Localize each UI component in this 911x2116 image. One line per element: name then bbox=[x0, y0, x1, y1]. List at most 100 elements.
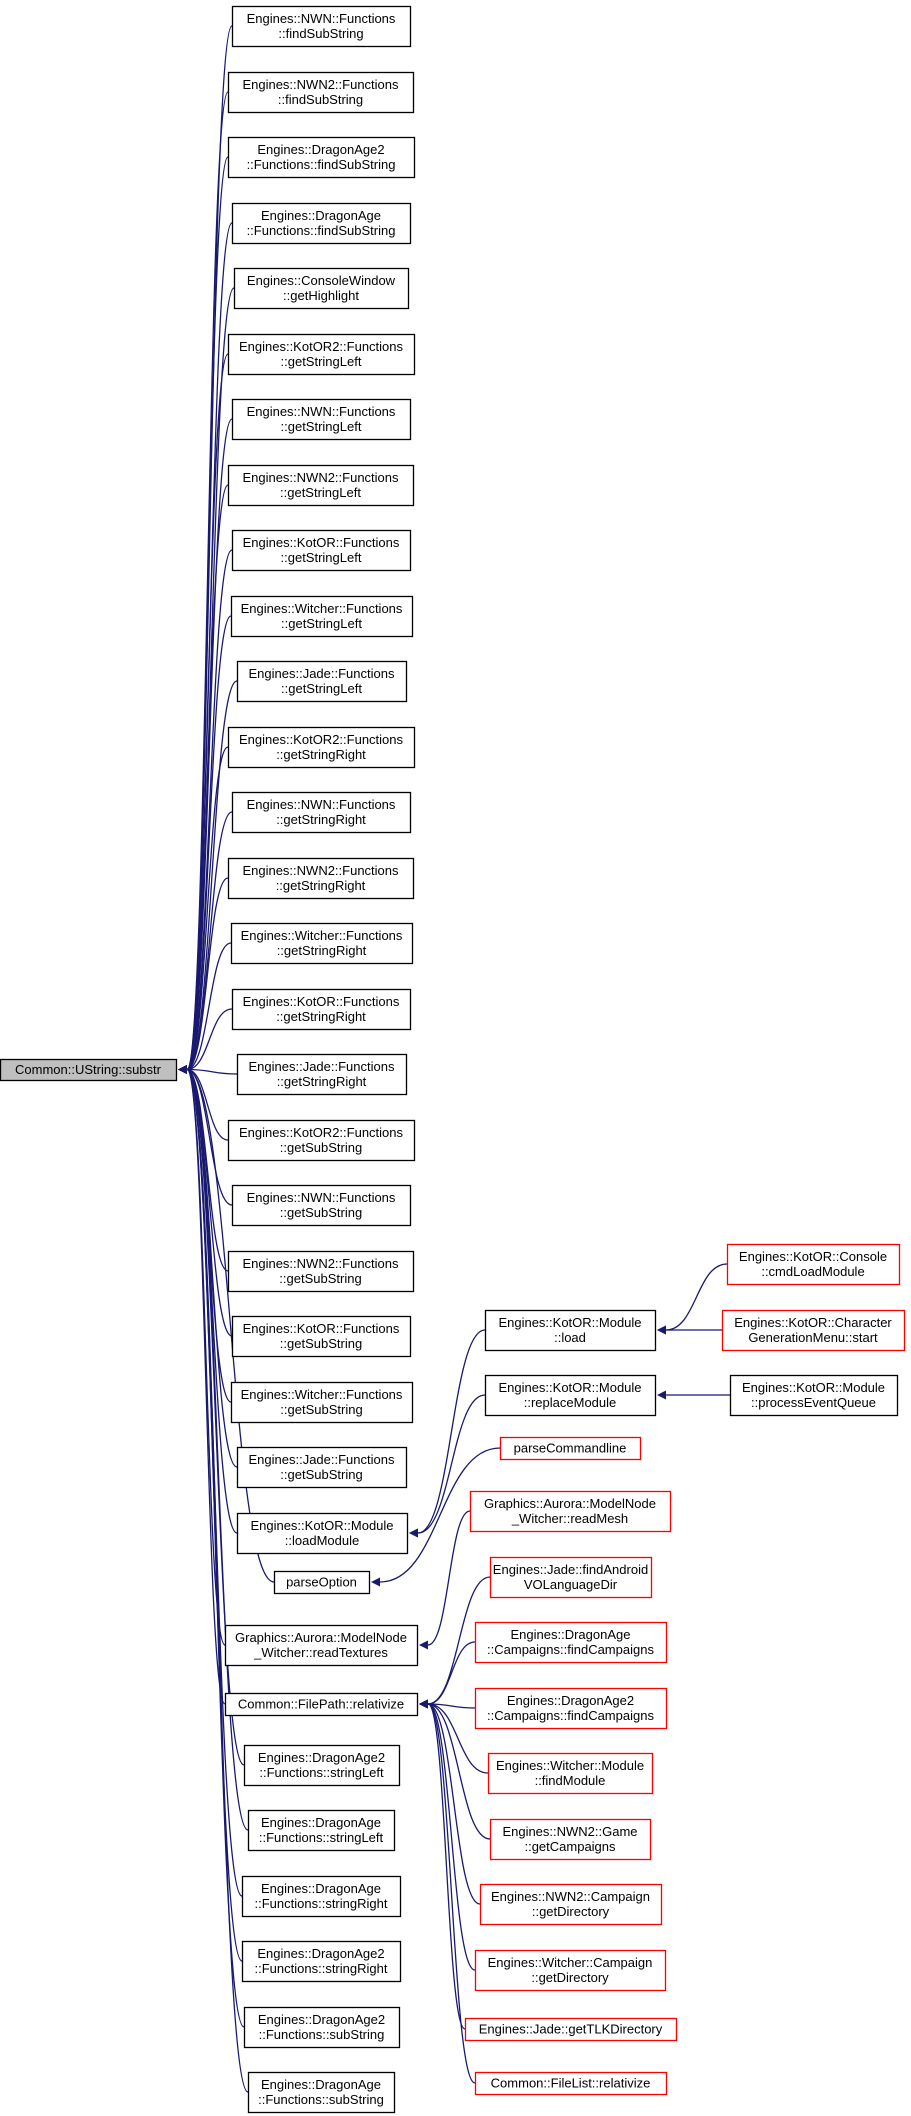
node-witcher_getStringLeft[interactable]: Engines::Witcher::Functions::getStringLe… bbox=[230, 595, 414, 638]
node-box bbox=[227, 71, 415, 114]
node-witcher_getDirectory[interactable]: Engines::Witcher::Campaign::getDirectory bbox=[474, 1949, 667, 1992]
node-label-line: Engines::Jade::getTLKDirectory bbox=[479, 2022, 663, 2037]
node-label-line: ::cmdLoadModule bbox=[761, 1264, 864, 1279]
node-da2_stringLeft[interactable]: Engines::DragonAge2::Functions::stringLe… bbox=[243, 1744, 401, 1787]
node-witcher_getStringRight[interactable]: Engines::Witcher::Functions::getStringRi… bbox=[230, 922, 414, 965]
edge-da_stringLeft-to-root bbox=[178, 1065, 249, 1831]
node-nwn_getSubString[interactable]: Engines::NWN::Functions::getSubString bbox=[231, 1184, 412, 1227]
node-box bbox=[243, 1744, 401, 1787]
node-label-line: Engines::KotOR::Module bbox=[498, 1315, 641, 1330]
node-nwn2_getSubString[interactable]: Engines::NWN2::Functions::getSubString bbox=[227, 1250, 415, 1293]
node-box bbox=[231, 1315, 412, 1358]
node-nwn_getStringRight[interactable]: Engines::NWN::Functions::getStringRight bbox=[231, 791, 412, 834]
node-da_subString[interactable]: Engines::DragonAge::Functions::subString bbox=[247, 2071, 396, 2114]
node-witcher_findModule[interactable]: Engines::Witcher::Module::findModule bbox=[487, 1752, 654, 1795]
node-label-line: ::getStringRight bbox=[277, 943, 367, 958]
node-parseOption[interactable]: parseOption bbox=[273, 1570, 371, 1595]
node-da_findCampaigns[interactable]: Engines::DragonAge::Campaigns::findCampa… bbox=[474, 1621, 668, 1664]
edge-da_findCampaigns-to-filepath_relativize bbox=[419, 1641, 476, 1709]
node-label-line: parseCommandline bbox=[514, 1441, 627, 1456]
node-box bbox=[474, 2071, 668, 2096]
node-nwn2_getStringRight[interactable]: Engines::NWN2::Functions::getStringRight bbox=[227, 857, 415, 900]
node-da_stringRight[interactable]: Engines::DragonAge::Functions::stringRig… bbox=[241, 1875, 402, 1918]
node-kotor_replaceModule[interactable]: Engines::KotOR::Module::replaceModule bbox=[484, 1374, 657, 1417]
node-label-line: Engines::KotOR::Module bbox=[742, 1380, 885, 1395]
node-box bbox=[227, 857, 415, 900]
node-kotor_getStringLeft[interactable]: Engines::KotOR::Functions::getStringLeft bbox=[231, 529, 412, 572]
node-nwn2_findSubString[interactable]: Engines::NWN2::Functions::findSubString bbox=[227, 71, 415, 114]
node-kotor_cmdLoadModule[interactable]: Engines::KotOR::Console::cmdLoadModule bbox=[726, 1243, 901, 1286]
node-label-line: ::getSubString bbox=[280, 1336, 362, 1351]
node-nwn_findSubString[interactable]: Engines::NWN::Functions::findSubString bbox=[231, 5, 412, 48]
node-kotor_getStringRight[interactable]: Engines::KotOR::Functions::getStringRigh… bbox=[231, 988, 412, 1031]
node-label-line: ::getStringRight bbox=[276, 812, 366, 827]
node-da2_findSubString[interactable]: Engines::DragonAge2::Functions::findSubS… bbox=[227, 136, 416, 179]
node-jade_getStringRight[interactable]: Engines::Jade::Functions::getStringRight bbox=[236, 1053, 408, 1096]
node-label-line: ::getStringLeft bbox=[281, 354, 362, 369]
node-label-line: Engines::NWN2::Functions bbox=[242, 470, 399, 485]
node-label-line: Engines::KotOR::Functions bbox=[243, 994, 400, 1009]
node-witcher_readMesh[interactable]: Graphics::Aurora::ModelNode_Witcher::rea… bbox=[469, 1490, 672, 1533]
node-root[interactable]: Common::UString::substr bbox=[0, 1058, 178, 1082]
node-kotor2_getStringLeft[interactable]: Engines::KotOR2::Functions::getStringLef… bbox=[227, 333, 416, 376]
edge-kotor2_getStringRight-to-root bbox=[178, 746, 229, 1074]
node-box bbox=[484, 1374, 657, 1417]
node-box bbox=[247, 1809, 396, 1852]
node-box bbox=[230, 1381, 414, 1424]
node-label-line: Engines::DragonAge2 bbox=[257, 1946, 384, 1961]
node-label-line: ::getStringRight bbox=[276, 878, 366, 893]
node-label-line: ::getDirectory bbox=[532, 1904, 610, 1919]
node-filepath_relativize[interactable]: Common::FilePath::relativize bbox=[224, 1692, 419, 1717]
node-nwn2_getCampaigns[interactable]: Engines::NWN2::Game::getCampaigns bbox=[489, 1818, 652, 1861]
node-label-line: ::Campaigns::findCampaigns bbox=[487, 1642, 654, 1657]
node-label-line: Engines::KotOR2::Functions bbox=[239, 339, 404, 354]
node-box bbox=[231, 1184, 412, 1227]
edge-nwn2_getDirectory-to-filepath_relativize bbox=[419, 1699, 481, 1905]
node-box bbox=[0, 1058, 178, 1082]
edge-jade_getStringLeft-to-root bbox=[178, 680, 238, 1074]
node-kotor_chargen_start[interactable]: Engines::KotOR::CharacterGenerationMenu:… bbox=[721, 1309, 906, 1352]
node-label-line: Graphics::Aurora::ModelNode bbox=[235, 1630, 407, 1645]
node-da_stringLeft[interactable]: Engines::DragonAge::Functions::stringLef… bbox=[247, 1809, 396, 1852]
edge-jade_getTLKDirectory-to-filepath_relativize bbox=[419, 1699, 466, 2030]
node-label-line: Engines::Witcher::Campaign bbox=[488, 1955, 653, 1970]
node-da_findSubString[interactable]: Engines::DragonAge::Functions::findSubSt… bbox=[231, 202, 412, 245]
node-label-line: ::getCampaigns bbox=[524, 1839, 616, 1854]
node-label-line: Engines::Witcher::Functions bbox=[241, 928, 403, 943]
edge-kotor_getStringRight-to-root bbox=[178, 1008, 233, 1074]
node-label-line: Engines::NWN2::Game bbox=[502, 1824, 637, 1839]
node-kotor2_getSubString[interactable]: Engines::KotOR2::Functions::getSubString bbox=[227, 1119, 416, 1162]
node-box bbox=[236, 1053, 408, 1096]
edge-witcher_readMesh-to-witcher_readTextures bbox=[419, 1510, 471, 1650]
node-box bbox=[231, 529, 412, 572]
node-nwn2_getStringLeft[interactable]: Engines::NWN2::Functions::getStringLeft bbox=[227, 464, 415, 507]
node-witcher_readTextures[interactable]: Graphics::Aurora::ModelNode_Witcher::rea… bbox=[224, 1624, 419, 1667]
node-label-line: Engines::NWN2::Functions bbox=[242, 1256, 399, 1271]
node-box bbox=[489, 1556, 653, 1599]
node-filelist_relativize[interactable]: Common::FileList::relativize bbox=[474, 2071, 668, 2096]
node-label-line: GenerationMenu::start bbox=[748, 1330, 878, 1345]
node-nwn_getStringLeft[interactable]: Engines::NWN::Functions::getStringLeft bbox=[231, 398, 412, 441]
node-kotor_getSubString[interactable]: Engines::KotOR::Functions::getSubString bbox=[231, 1315, 412, 1358]
node-label-line: Engines::ConsoleWindow bbox=[247, 273, 396, 288]
node-kotor_loadModule[interactable]: Engines::KotOR::Module::loadModule bbox=[236, 1512, 409, 1555]
node-kotor2_getStringRight[interactable]: Engines::KotOR2::Functions::getStringRig… bbox=[227, 726, 416, 769]
node-da2_stringRight[interactable]: Engines::DragonAge2::Functions::stringRi… bbox=[241, 1940, 402, 1983]
node-label-line: ::getStringRight bbox=[277, 1074, 367, 1089]
node-da2_subString[interactable]: Engines::DragonAge2::Functions::subStrin… bbox=[243, 2006, 401, 2049]
node-nwn2_getDirectory[interactable]: Engines::NWN2::Campaign::getDirectory bbox=[479, 1883, 663, 1926]
node-jade_getSubString[interactable]: Engines::Jade::Functions::getSubString bbox=[236, 1446, 408, 1489]
node-kotor_processEventQueue[interactable]: Engines::KotOR::Module::processEventQueu… bbox=[729, 1374, 899, 1417]
node-witcher_getSubString[interactable]: Engines::Witcher::Functions::getSubStrin… bbox=[230, 1381, 414, 1424]
node-jade_getTLKDirectory[interactable]: Engines::Jade::getTLKDirectory bbox=[464, 2017, 678, 2042]
node-label-line: ::getSubString bbox=[280, 1402, 362, 1417]
node-parseCommandline[interactable]: parseCommandline bbox=[499, 1436, 642, 1461]
node-da2_findCampaigns[interactable]: Engines::DragonAge2::Campaigns::findCamp… bbox=[474, 1687, 668, 1730]
node-kotor_load[interactable]: Engines::KotOR::Module::load bbox=[484, 1309, 657, 1352]
nodes-layer: Common::UString::substrEngines::NWN::Fun… bbox=[0, 5, 906, 2114]
node-jade_getStringLeft[interactable]: Engines::Jade::Functions::getStringLeft bbox=[236, 660, 408, 703]
node-console_getHighlight[interactable]: Engines::ConsoleWindow::getHighlight bbox=[233, 267, 410, 310]
node-label-line: Engines::NWN2::Functions bbox=[242, 77, 399, 92]
node-label-line: VOLanguageDir bbox=[524, 1577, 618, 1592]
